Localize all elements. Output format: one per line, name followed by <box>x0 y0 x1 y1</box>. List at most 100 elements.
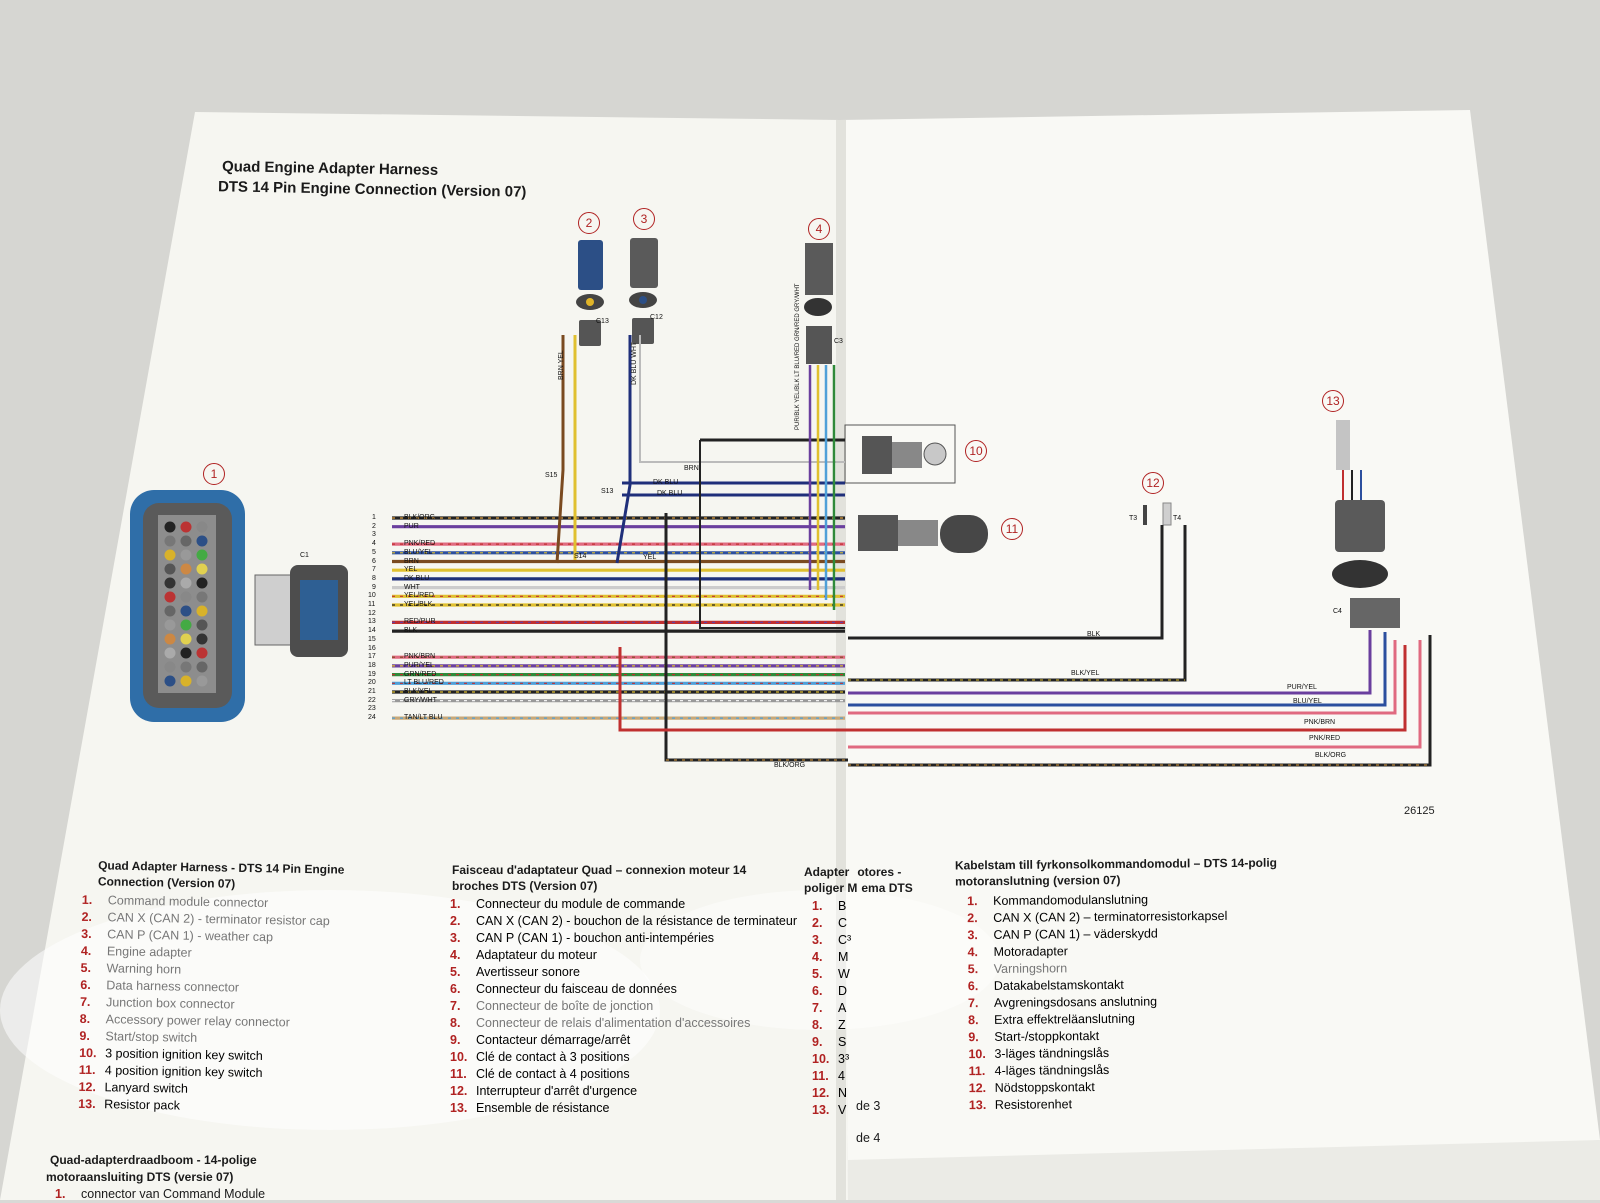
wire <box>848 630 1372 695</box>
pin-socket <box>164 535 176 547</box>
label-dkblu-1: DK BLU <box>653 479 679 486</box>
pin-socket <box>196 577 208 589</box>
legend-text: Accessory power relay connector <box>105 1012 290 1030</box>
legend-text: 4 position ignition key switch <box>104 1063 263 1081</box>
legend-number: 11. <box>78 1062 96 1078</box>
legend-text: V <box>838 1103 847 1117</box>
legend-item: 9. S <box>812 1034 851 1051</box>
pin-socket <box>180 647 192 659</box>
legend-number: 3. <box>81 926 92 942</box>
label-s13: S13 <box>601 488 614 495</box>
pin-number: 11 <box>368 601 376 608</box>
pin-number: 7 <box>372 566 376 574</box>
legend-text: Interrupteur d'arrêt d'urgence <box>476 1084 638 1098</box>
label-blkorg-right: BLK/ORG <box>1315 752 1347 759</box>
legend-number: 13. <box>812 1103 830 1117</box>
callout-2: 2 <box>578 212 600 234</box>
legend-text: CAN X (CAN 2) - terminator resistor cap <box>107 910 330 929</box>
pin-wire-label: YEL/RED <box>404 592 434 600</box>
legend-item: 8.Z <box>812 1017 851 1034</box>
legend-number: 4. <box>80 943 92 959</box>
legend-text: Contacteur démarrage/arrêt <box>476 1033 631 1047</box>
legend-text: Start/stop switch <box>105 1029 198 1045</box>
pin-socket <box>196 535 208 547</box>
label-blk-right: BLK <box>1087 631 1101 638</box>
legend-text: S <box>838 1035 847 1049</box>
callout-10: 10 <box>965 440 987 462</box>
figure-number: 26125 <box>1404 805 1435 817</box>
legend-number: 6. <box>450 982 461 996</box>
legend-number: 5. <box>450 965 461 979</box>
pin-number: 18 <box>368 661 376 669</box>
legend-text: Adaptateur du moteur <box>476 948 597 962</box>
pin-number: 24 <box>368 714 376 722</box>
legend-text: Nödstoppskontakt <box>994 1080 1095 1095</box>
legend-item: 2. CAN X (CAN 2) – terminatorresistorkaps… <box>967 908 1227 927</box>
legend-item: 7.A <box>812 1000 851 1017</box>
legend-number: 2. <box>967 911 978 926</box>
pin-number: 4 <box>372 540 376 548</box>
legend-text: CAN X (CAN 2) - bouchon de la résistance… <box>476 914 797 928</box>
pin-number: 9 <box>372 583 376 591</box>
pin-number: 19 <box>368 670 376 678</box>
legend-number: 12. <box>78 1079 97 1095</box>
callout-4: 4 <box>808 218 830 240</box>
legend-item: 5.W <box>812 966 851 983</box>
label-t3: T3 <box>1129 515 1138 522</box>
pin-socket <box>196 521 208 533</box>
legend-number: 12. <box>968 1080 987 1096</box>
label-puryel-right: PUR/YEL <box>1287 684 1317 691</box>
pin-wire-label: LT BLU/RED <box>404 679 444 687</box>
page-edge <box>848 1140 1600 1200</box>
legend-number: 9. <box>812 1035 823 1049</box>
legend-item: 10.Clé de contact à 3 positions <box>450 1049 797 1066</box>
label-pnkred-right: PNK/RED <box>1309 735 1341 742</box>
callout-11: 11 <box>1001 518 1023 540</box>
legend-number: 8. <box>968 1013 979 1028</box>
legend-number: 11. <box>968 1063 986 1079</box>
wire <box>848 525 1164 640</box>
legend-text: W <box>838 967 850 981</box>
legend-text: Connecteur du module de commande <box>476 897 686 911</box>
pin-number: 2 <box>372 522 376 530</box>
pin-socket <box>180 591 192 603</box>
resistor-pack <box>1332 420 1400 628</box>
pin-number: 12 <box>368 609 376 617</box>
wire <box>699 440 845 629</box>
pin-socket <box>180 675 192 687</box>
pin-wire-label: PNK/RED <box>404 540 436 548</box>
pin-socket <box>180 577 192 589</box>
pin-wire-label: WHT <box>404 583 420 591</box>
legend-text: Varningshorn <box>993 961 1068 976</box>
legend-number: 9. <box>79 1028 90 1044</box>
legend-number: 2. <box>450 914 461 928</box>
legend-number: 10. <box>812 1052 830 1066</box>
legend-number: 2. <box>81 909 93 925</box>
label-c3-wires: PUR/BLK YEL/BLK LT BLU/RED GRN/RED GRY/W… <box>795 283 801 430</box>
callout-12: 12 <box>1142 472 1164 494</box>
pin-wire-label: YEL/BLK <box>404 601 433 608</box>
legend-item: 6.Connecteur du faisceau de données <box>450 981 797 998</box>
legend-text: Avgreningsdosans anslutning <box>993 994 1158 1010</box>
pin-wire-label: PUR/YEL <box>404 661 434 669</box>
glare-2 <box>640 890 1000 1030</box>
legend-text: Start-/stoppkontakt <box>994 1028 1100 1044</box>
wire <box>618 647 848 732</box>
pin-socket <box>196 675 208 687</box>
legend-text: Motoradapter <box>993 944 1068 959</box>
legend-item: 1.B <box>812 898 851 915</box>
legend-number: 8. <box>79 1011 91 1027</box>
french-heading: Faisceau d'adaptateur Quad – connexion m… <box>452 863 747 893</box>
legend-item: 2. CAN X (CAN 2) - bouchon de la résistan… <box>450 913 797 930</box>
pin-socket <box>196 619 208 631</box>
legend-text: CAN X (CAN 2) – terminatorresistorkapsel <box>993 908 1228 925</box>
pin-number: 5 <box>372 548 376 556</box>
pin-socket <box>164 661 176 673</box>
pin-socket <box>164 647 176 659</box>
pin-wire-label: GRY/WHT <box>404 696 437 704</box>
wire <box>639 335 845 463</box>
legend-item: 1.Connecteur du module de commande <box>450 896 797 913</box>
